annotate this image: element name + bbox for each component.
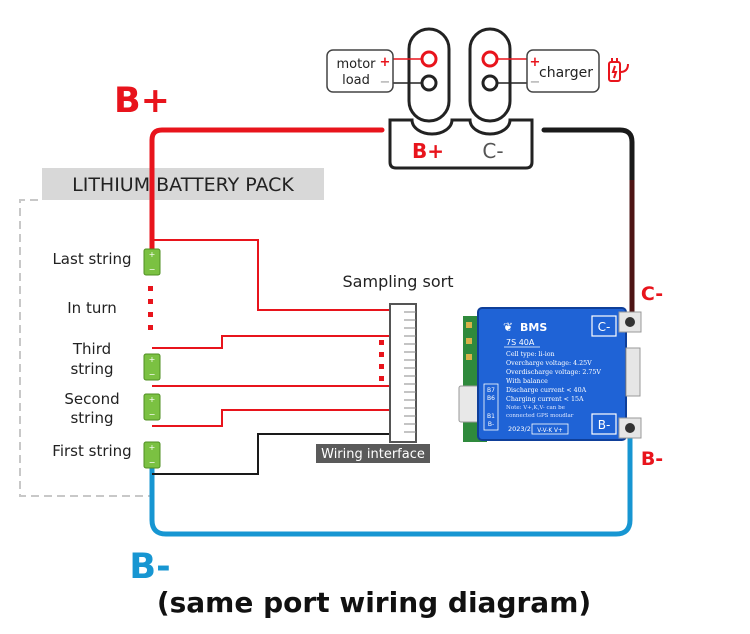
output-port-block: B+ C- [388, 118, 534, 170]
svg-text:+: + [149, 250, 156, 259]
cell-first: + − [143, 441, 161, 469]
bms-side-b7: B7 [487, 387, 495, 394]
bms-spec-5: Discharge current < 40A [506, 387, 587, 394]
wiring-interface-label: Wiring interface [321, 447, 425, 462]
bms-brand: BMS [520, 321, 547, 334]
bms-note-1: Note: V+,K,V- can be [506, 405, 565, 411]
caption: (same port wiring diagram) [157, 586, 591, 619]
bms-spec-6: Charging current < 15A [506, 396, 584, 403]
bms-logo-icon: ❦ [503, 320, 513, 334]
sampling-sort-label: Sampling sort [343, 272, 454, 291]
c-minus-side-label: C- [641, 283, 663, 305]
b-minus-side-label: B- [641, 448, 663, 470]
charger-box [526, 49, 600, 93]
bms-side-pin-box [483, 383, 499, 431]
bms-b-port-box [591, 413, 617, 435]
charger-plus-sign: + [530, 55, 541, 70]
bms-side-b1: B1 [487, 413, 495, 420]
bms-side-b6: B6 [487, 395, 495, 402]
b-minus-wire [149, 427, 633, 537]
pack-outline [19, 199, 150, 497]
bms-note-2: connected GPS moudlar [506, 413, 574, 419]
port-b-plus-label: B+ [412, 139, 444, 163]
motor-minus-sign: − [380, 75, 391, 90]
bms-b-screw [625, 423, 635, 433]
motor-load-box [326, 49, 394, 93]
bms-side-bminus: B- [488, 421, 494, 428]
sample-wire-first [152, 433, 392, 475]
svg-text:+: + [149, 443, 156, 452]
svg-text:−: − [149, 370, 156, 379]
bms-spec-4: With balance [506, 378, 548, 385]
b-plus-big-label: B+ [114, 81, 170, 121]
sample-wire-third [152, 335, 392, 349]
label-last-string: Last string [52, 250, 131, 268]
bms-pins: V-V-K V+ [537, 428, 563, 434]
wiring-interface-bar [316, 444, 430, 463]
bms-date: 2023/2 [508, 425, 531, 433]
sample-wire-last [152, 239, 392, 311]
bms-c-screw [625, 317, 635, 327]
pack-title: LITHIUM BATTERY PACK [72, 174, 294, 196]
c-minus-wire-black [541, 127, 635, 321]
svg-text:+: + [149, 355, 156, 364]
in-turn-dots [148, 286, 153, 330]
sampling-connector [379, 303, 417, 443]
motor-label: motor [336, 57, 376, 72]
bms-b-port-label: B- [598, 418, 611, 432]
label-third-1: Third [72, 340, 111, 358]
port-c-minus-label: C- [482, 139, 503, 163]
label-third-2: string [70, 360, 113, 378]
label-first-string: First string [52, 442, 131, 460]
bms-board: C- B- BMS ❦ 7S 40A Cell type: li-ion Ove… [458, 307, 642, 442]
svg-text:−: − [149, 458, 156, 467]
bms-pin-box [531, 423, 569, 435]
cell-second: + − [143, 393, 161, 421]
svg-text:−: − [149, 410, 156, 419]
cell-last: + − [143, 248, 161, 276]
label-second-1: Second [64, 390, 119, 408]
load-label: load [342, 73, 370, 88]
bms-c-port-box [591, 315, 617, 337]
pack-title-bar [42, 168, 324, 200]
charger-plug [468, 27, 512, 123]
b-minus-big-label: B- [129, 547, 170, 587]
bms-c-port-label: C- [598, 320, 611, 334]
bms-spec-3: Overdischarge voltage: 2.75V [506, 369, 601, 376]
svg-text:+: + [149, 395, 156, 404]
label-in-turn: In turn [67, 299, 117, 317]
motor-plug [407, 27, 451, 123]
bms-model: 7S 40A [506, 338, 535, 347]
bms-right-tab [625, 347, 641, 397]
charging-icon [608, 58, 629, 82]
b-plus-wire [149, 127, 385, 253]
motor-plus-sign: + [380, 55, 391, 70]
charger-minus-sign: − [530, 75, 541, 90]
charger-label: charger [539, 65, 593, 81]
cell-third: + − [143, 353, 161, 381]
svg-text:−: − [149, 265, 156, 274]
sample-wire-second [152, 409, 392, 427]
bms-spec-2: Overcharge voltage: 4.25V [506, 360, 592, 367]
label-second-2: string [70, 409, 113, 427]
bms-spec-1: Cell type: li-ion [506, 351, 555, 358]
